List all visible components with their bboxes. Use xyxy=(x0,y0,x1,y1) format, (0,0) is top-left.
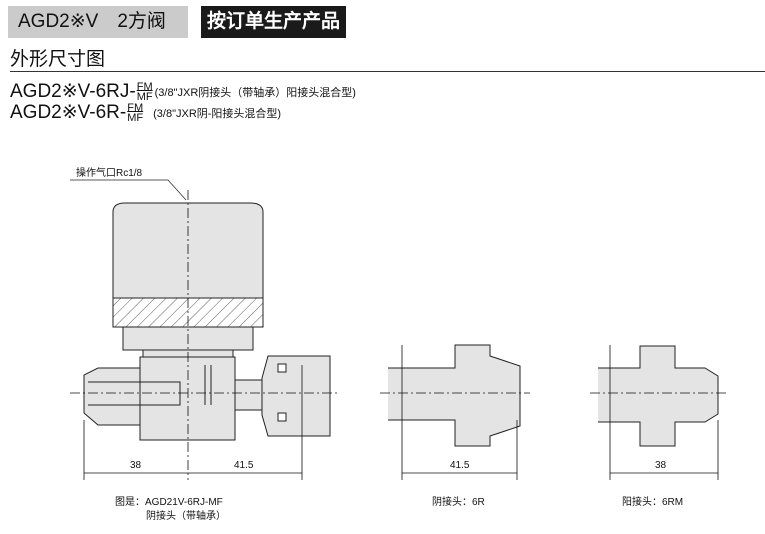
section-title: 外形尺寸图 xyxy=(10,49,106,70)
dim-middle: 41.5 xyxy=(450,460,470,471)
pipe-stub xyxy=(234,379,263,411)
valve-body xyxy=(139,356,236,441)
suffix-top: FM xyxy=(136,80,153,93)
nut xyxy=(261,355,331,437)
divider xyxy=(10,71,765,72)
dim-left-a: 38 xyxy=(130,460,142,471)
made-to-order-button[interactable]: 按订单生产产品 xyxy=(201,6,346,38)
left-fitting xyxy=(83,367,141,426)
caption-main-2: 阴接头（带轴承） xyxy=(146,509,226,522)
female-fitting-6r xyxy=(388,344,521,447)
o-ring-top xyxy=(277,363,287,373)
left-bore xyxy=(88,381,181,406)
suffix-top: FM xyxy=(127,101,144,114)
leader-line xyxy=(70,179,187,201)
dim-left-b: 41.5 xyxy=(234,460,254,471)
model-note: (3/8"JXR阴接头（带轴承）阳接头混合型) xyxy=(154,86,356,99)
series-title: AGD2※V 2方阀 xyxy=(8,6,188,38)
caption-right: 阳接头：6RM xyxy=(622,495,683,508)
model-name: AGD2※V-6RJ- xyxy=(10,81,136,102)
model-note: (3/8"JXR阴-阳接头混合型) xyxy=(153,107,282,120)
suffix-bottom: MF xyxy=(127,111,144,124)
caption-main-1: 图是：AGD21V-6RJ-MF xyxy=(115,496,223,508)
caption-middle: 阴接头：6R xyxy=(432,495,485,508)
male-fitting-6rm xyxy=(598,345,719,447)
port-label: 操作气口Rc1/8 xyxy=(76,166,143,179)
o-ring-bottom xyxy=(277,412,287,422)
dim-right: 38 xyxy=(655,460,667,471)
model-name: AGD2※V-6R- xyxy=(10,102,127,123)
suffix-bottom: MF xyxy=(136,90,153,103)
